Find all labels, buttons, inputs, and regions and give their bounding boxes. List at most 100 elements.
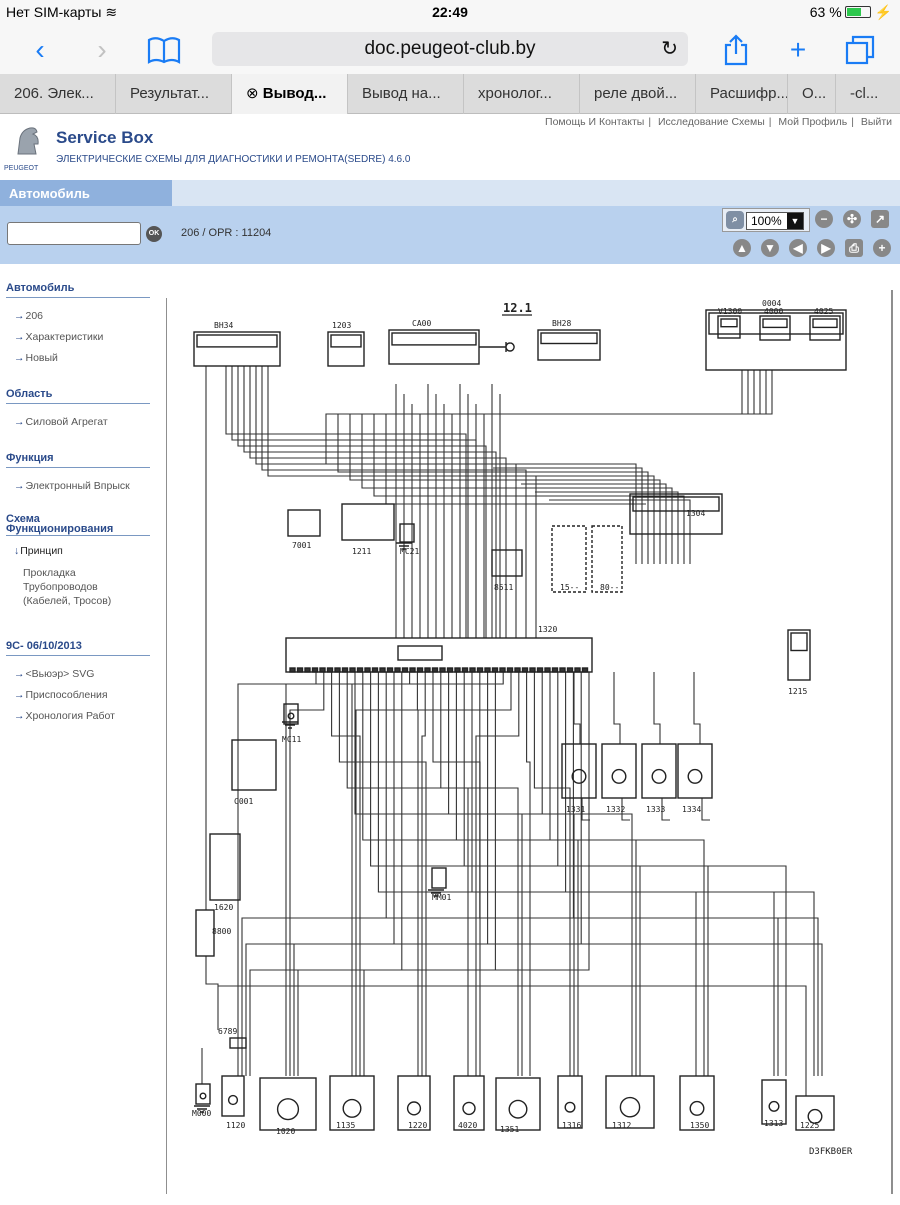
component-BH34: [193, 331, 281, 367]
tab-bar: 206. Элек... Результат... ⊗ Вывод... Выв…: [0, 74, 900, 114]
pan-right-icon[interactable]: ▶: [817, 239, 835, 257]
ground-icon: [428, 889, 444, 897]
research-link[interactable]: Исследование Схемы: [657, 116, 765, 128]
pin: [536, 667, 544, 673]
pin: [551, 667, 559, 673]
wire: [351, 672, 504, 1076]
component-label-1313: 1313: [764, 1119, 783, 1128]
fullscreen-icon[interactable]: ↗: [871, 210, 889, 228]
vehicle-tab[interactable]: Автомобиль: [0, 180, 172, 206]
wire: [417, 672, 512, 1076]
new-tab-icon[interactable]: +: [789, 34, 807, 65]
component-symbol: [619, 1096, 641, 1118]
forward-icon[interactable]: ›: [97, 34, 107, 65]
pan-up-icon[interactable]: ▲: [733, 239, 751, 257]
pin: [484, 667, 491, 673]
wire: [455, 672, 637, 1076]
pin: [514, 667, 521, 673]
dropdown-arrow-icon: ▼: [787, 213, 803, 229]
tab-8[interactable]: О...: [788, 74, 836, 114]
arrow-right-icon: →: [14, 689, 25, 701]
sidebar-item-routing[interactable]: Прокладка Трубопроводов (Кабелей, Тросов…: [23, 567, 112, 607]
component-1334: [677, 743, 713, 799]
sidebar-item-injection[interactable]: →Электронный Впрыск: [14, 480, 130, 492]
sidebar-item-history[interactable]: →Хронология Работ: [14, 710, 115, 722]
component-label-CA00: CA00: [412, 319, 431, 328]
url-text: doc.peugeot-club.by: [364, 38, 536, 59]
component-label-1620: 1620: [214, 903, 233, 912]
component-M000: [195, 1083, 211, 1105]
component-label-7001: 7001: [292, 541, 311, 550]
pin: [491, 667, 499, 673]
close-tab-icon[interactable]: ⊗: [246, 85, 259, 102]
pin: [581, 667, 589, 673]
wire: [653, 672, 661, 744]
bookmarks-icon[interactable]: [146, 32, 182, 68]
sidebar-item-new[interactable]: →Новый: [14, 352, 58, 364]
component-symbol: [807, 1108, 823, 1124]
share-icon[interactable]: [718, 32, 754, 68]
wire: [542, 495, 685, 564]
component-1020: [259, 1077, 317, 1131]
pan-down-icon[interactable]: ▼: [761, 239, 779, 257]
sidebar-item-principle[interactable]: ↓Принцип: [14, 545, 63, 557]
fit-icon[interactable]: ✣: [843, 210, 861, 228]
help-link[interactable]: Помощь И Контакты: [545, 116, 645, 128]
component-MM01: [431, 867, 447, 889]
address-bar[interactable]: doc.peugeot-club.by ↻: [212, 32, 688, 66]
zoom-select[interactable]: 100%▼: [746, 212, 804, 230]
logout-link[interactable]: Выйти: [860, 116, 892, 128]
divider: [6, 535, 150, 536]
divider: [6, 467, 150, 468]
zoom-in-icon[interactable]: +: [873, 239, 891, 257]
pin: [476, 667, 484, 673]
tab-1[interactable]: 206. Элек...: [0, 74, 116, 114]
reload-icon[interactable]: ↻: [661, 38, 678, 60]
pin: [416, 667, 424, 673]
wire: [393, 672, 823, 1076]
pin: [289, 667, 296, 673]
component-label-1333: 1333: [646, 805, 665, 814]
sidebar-item-tools[interactable]: →Приспособления: [14, 689, 108, 701]
section-area-title: Область: [6, 388, 53, 400]
wire: [231, 366, 477, 638]
tab-4[interactable]: Вывод на...: [348, 74, 464, 114]
wire: [565, 672, 815, 1076]
component-4020: [453, 1075, 485, 1131]
wire: [557, 672, 787, 1076]
pin: [394, 667, 401, 673]
wire: [237, 672, 317, 1076]
wire: [541, 672, 633, 1076]
wire: [285, 672, 411, 1076]
profile-link[interactable]: Мой Профиль: [778, 116, 848, 128]
sidebar-item-206[interactable]: →206: [14, 310, 44, 322]
component-1220: [397, 1075, 431, 1131]
wire: [249, 366, 507, 638]
component-label-1351: 1351: [500, 1125, 519, 1134]
pin: [454, 667, 461, 673]
tab-6[interactable]: реле двой...: [580, 74, 696, 114]
sidebar-item-characteristics[interactable]: →Характеристики: [14, 331, 104, 343]
magnifier-icon[interactable]: ⌕: [726, 211, 744, 229]
sidebar-item-svg-viewer[interactable]: →<Вьюэр> SVG: [14, 668, 95, 680]
ground-icon: [396, 542, 412, 550]
tab-2[interactable]: Результат...: [116, 74, 232, 114]
back-icon[interactable]: ‹: [35, 34, 45, 65]
ok-button[interactable]: OK: [146, 226, 162, 242]
pin: [341, 667, 349, 673]
tab-5[interactable]: хронолог...: [464, 74, 580, 114]
zoom-out-icon[interactable]: −: [815, 210, 833, 228]
tabs-overview-icon[interactable]: [842, 32, 878, 68]
print-icon[interactable]: ⎙: [845, 239, 863, 257]
sidebar-item-powertrain[interactable]: →Силовой Агрегат: [14, 416, 108, 428]
ecu-symbol: [397, 645, 443, 661]
tab-active[interactable]: ⊗ Вывод...: [232, 74, 348, 114]
component-label-1203: 1203: [332, 321, 351, 330]
tab-7[interactable]: Расшифр...: [696, 74, 788, 114]
pan-left-icon[interactable]: ◀: [789, 239, 807, 257]
component-8800: [195, 909, 215, 957]
vin-input[interactable]: [7, 222, 141, 245]
tab-9[interactable]: -cl...: [850, 85, 879, 102]
